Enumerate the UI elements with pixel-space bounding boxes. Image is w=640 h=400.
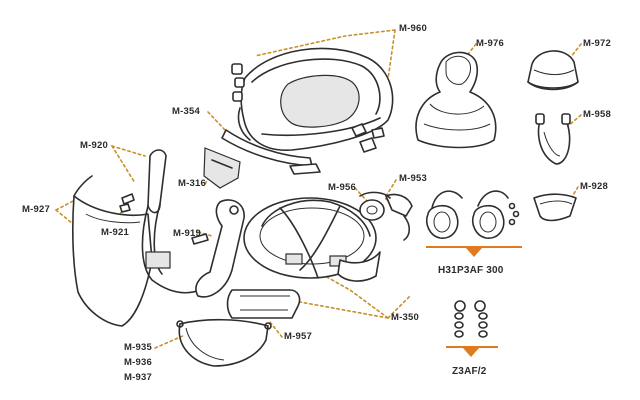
part-label-m956: M-956: [328, 182, 356, 193]
part-label-m928: M-928: [580, 181, 608, 192]
leader-m958: [567, 114, 582, 127]
cap: [527, 50, 579, 91]
part-label-m920: M-920: [80, 140, 108, 151]
part-label-m976: M-976: [476, 38, 504, 49]
leader-m972: [569, 43, 582, 59]
part-label-m350: M-350: [391, 312, 419, 323]
face-visor: [72, 175, 153, 327]
part-label-m957: M-957: [284, 331, 312, 342]
part-label-m927: M-927: [22, 204, 50, 215]
part-label-m919: M-919: [173, 228, 201, 239]
kit-arrow-adapter: [463, 348, 479, 357]
part-label-m958: M-958: [583, 109, 611, 120]
adapter-hardware-kit: [454, 300, 488, 338]
leader-m927: [55, 199, 76, 211]
leader-m957: [269, 321, 283, 338]
part-label-m960: M-960: [399, 23, 427, 34]
ratchet-parts: [359, 191, 413, 241]
brow-band: [176, 318, 272, 367]
side-bracket: [203, 147, 241, 189]
visor-frame: [119, 149, 201, 294]
part-label-m937: M-937: [124, 372, 152, 383]
side-arm: [191, 199, 245, 298]
crown-pad: [226, 289, 301, 319]
earmuff-kit: [425, 190, 520, 239]
kit-arrow-earmuffs: [466, 248, 482, 257]
leader-m976: [464, 43, 477, 59]
leader-m956: [354, 187, 369, 203]
hood: [415, 51, 497, 149]
sweatband: [533, 193, 577, 222]
part-label-m316: M-316: [178, 178, 206, 189]
kit-label-adapter: Z3AF/2: [452, 366, 487, 377]
helmet-shell: [231, 47, 394, 153]
part-label-m953: M-953: [399, 173, 427, 184]
kit-divider-earmuffs: [426, 246, 522, 248]
leader-m354: [207, 111, 226, 131]
part-label-m972: M-972: [583, 38, 611, 49]
part-label-m935: M-935: [124, 342, 152, 353]
leader-m960: [254, 29, 396, 57]
chin-strap: [535, 113, 571, 165]
leader-m920: [111, 145, 146, 157]
head-harness: [243, 197, 381, 282]
kit-divider-adapter: [446, 346, 498, 348]
part-label-m921: M-921: [101, 227, 129, 238]
part-label-m354: M-354: [172, 106, 200, 117]
kit-label-earmuffs: H31P3AF 300: [438, 265, 504, 276]
front-trim-band: [221, 129, 321, 175]
part-label-m936: M-936: [124, 357, 152, 368]
